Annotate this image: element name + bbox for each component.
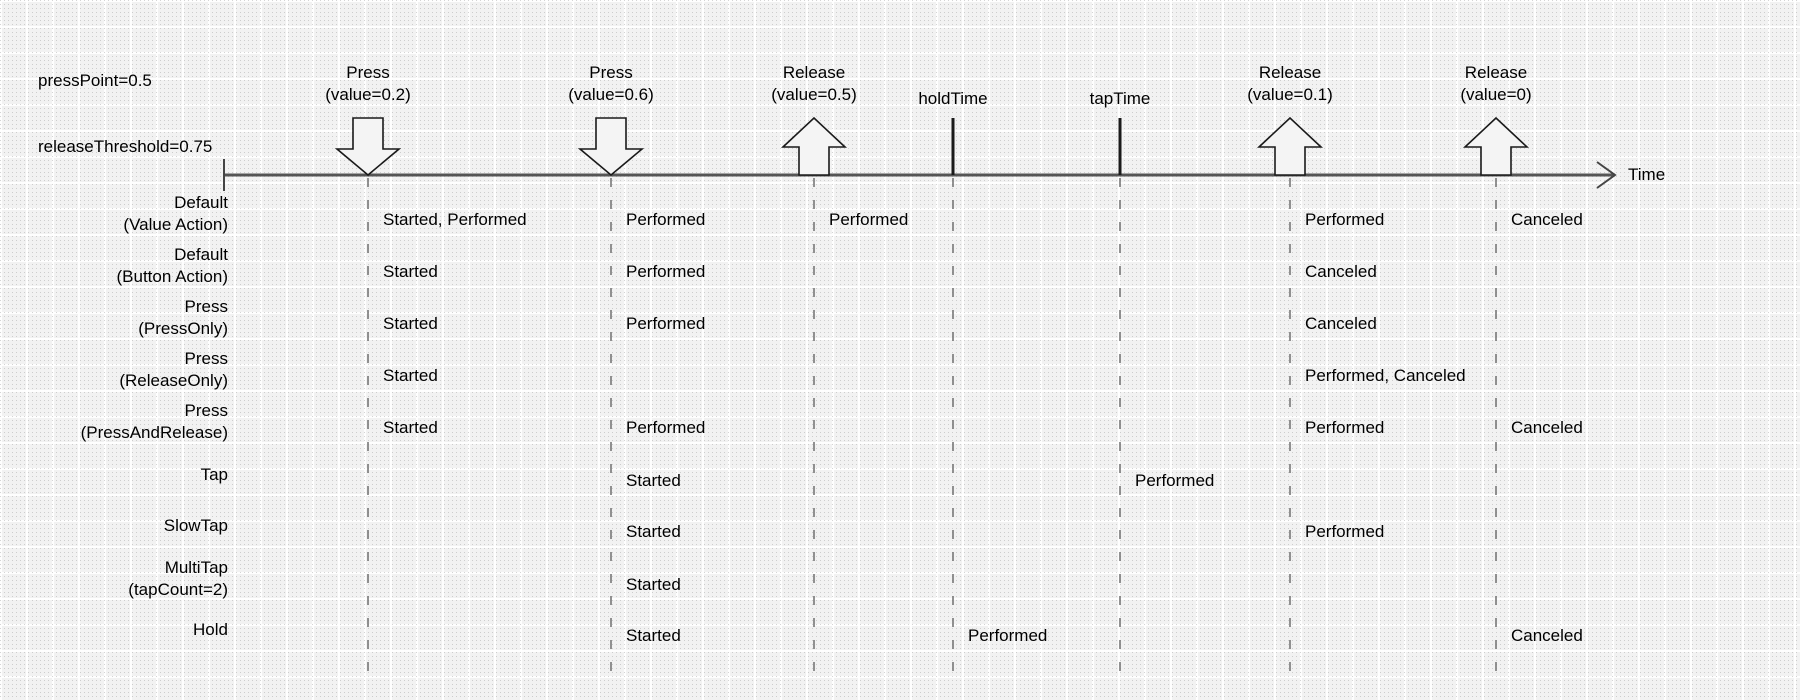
cell-default-value-action-release-00: Canceled [1511, 210, 1583, 229]
row-label-slowtap: SlowTap [164, 515, 228, 537]
up-arrow-icon [1462, 116, 1530, 176]
event-label-line1: Press [589, 63, 633, 82]
row-label-default-value-action: Default (Value Action) [123, 192, 228, 236]
row-label-line1: MultiTap [164, 558, 228, 577]
cell-press-pressonly-press-02: Started [383, 314, 438, 333]
time-axis-arrowhead-icon [1596, 161, 1617, 189]
event-label-release-01: Release (value=0.1) [1247, 62, 1333, 106]
row-label-press-pressandrelease: Press (PressAndRelease) [81, 400, 228, 444]
row-label-press-releaseonly: Press (ReleaseOnly) [119, 348, 228, 392]
cell-default-value-action-release-05: Performed [829, 210, 909, 229]
event-label-line1: Release [1464, 63, 1528, 82]
cell-tap-press-06: Started [626, 471, 681, 490]
cell-hold-hold-time: Performed [968, 626, 1048, 645]
axis-label-time: Time [1628, 165, 1666, 184]
parameters-note: pressPoint=0.5 releaseThreshold=0.75 [38, 26, 212, 202]
row-label-line1: Tap [200, 465, 228, 484]
event-label-line1: Release [1258, 63, 1322, 82]
event-label-press-06: Press (value=0.6) [568, 62, 654, 106]
event-label-line2: (value=0) [1460, 85, 1532, 104]
row-label-line1: Press [184, 349, 228, 368]
event-label-release-05: Release (value=0.5) [771, 62, 857, 106]
cell-press-releaseonly-press-02: Started [383, 366, 438, 385]
cell-press-pressonly-press-06: Performed [626, 314, 706, 333]
cell-slowtap-release-01: Performed [1305, 522, 1385, 541]
down-arrow-icon [577, 117, 645, 177]
row-label-tap: Tap [201, 464, 228, 486]
row-label-line1: Default [174, 193, 228, 212]
cell-tap-tap-time: Performed [1135, 471, 1215, 490]
cell-default-value-action-press-06: Performed [626, 210, 706, 229]
cell-press-releaseonly-release-01: Performed, Canceled [1305, 366, 1466, 385]
event-label-line1: tapTime [1089, 89, 1151, 108]
event-label-hold-time: holdTime [918, 88, 987, 110]
row-label-line2: (Value Action) [123, 215, 228, 234]
press-point-label: pressPoint=0.5 [38, 71, 152, 90]
row-label-line2: (PressOnly) [138, 319, 228, 338]
cell-default-value-action-release-01: Performed [1305, 210, 1385, 229]
cell-press-pressandrelease-press-02: Started [383, 418, 438, 437]
down-arrow-icon [334, 117, 402, 177]
up-arrow-icon [1256, 116, 1324, 176]
row-label-line2: (Button Action) [116, 267, 228, 286]
cell-press-pressandrelease-press-06: Performed [626, 418, 706, 437]
up-arrow-icon [780, 116, 848, 176]
row-label-press-pressonly: Press (PressOnly) [138, 296, 228, 340]
event-label-line2: (value=0.2) [325, 85, 411, 104]
event-label-line1: Press [346, 63, 390, 82]
row-label-line1: SlowTap [163, 516, 228, 535]
cell-default-value-action-press-02: Started, Performed [383, 210, 527, 229]
cell-multitap-press-06: Started [626, 575, 681, 594]
event-label-release-00: Release (value=0) [1460, 62, 1531, 106]
cell-hold-release-00: Canceled [1511, 626, 1583, 645]
cell-slowtap-press-06: Started [626, 522, 681, 541]
row-label-line1: Hold [193, 620, 228, 639]
row-label-default-button-action: Default (Button Action) [116, 244, 228, 288]
row-label-line2: (PressAndRelease) [80, 423, 228, 442]
release-threshold-label: releaseThreshold=0.75 [38, 137, 213, 156]
row-label-line2: (ReleaseOnly) [119, 371, 228, 390]
event-label-line1: Release [782, 63, 846, 82]
cell-press-pressonly-release-01: Canceled [1305, 314, 1377, 333]
event-label-press-02: Press (value=0.2) [325, 62, 411, 106]
event-label-tap-time: tapTime [1090, 88, 1151, 110]
cell-default-button-action-release-01: Canceled [1305, 262, 1377, 281]
event-label-line1: holdTime [918, 89, 988, 108]
cell-hold-press-06: Started [626, 626, 681, 645]
row-label-line1: Default [174, 245, 228, 264]
event-label-line2: (value=0.1) [1247, 85, 1333, 104]
row-label-multitap: MultiTap (tapCount=2) [128, 557, 228, 601]
cell-default-button-action-press-02: Started [383, 262, 438, 281]
row-label-hold: Hold [193, 619, 228, 641]
row-label-line1: Press [184, 297, 228, 316]
row-label-line2: (tapCount=2) [128, 580, 228, 599]
event-label-line2: (value=0.5) [771, 85, 857, 104]
cell-press-pressandrelease-release-01: Performed [1305, 418, 1385, 437]
cell-press-pressandrelease-release-00: Canceled [1511, 418, 1583, 437]
event-label-line2: (value=0.6) [568, 85, 654, 104]
cell-default-button-action-press-06: Performed [626, 262, 706, 281]
row-label-line1: Press [184, 401, 228, 420]
